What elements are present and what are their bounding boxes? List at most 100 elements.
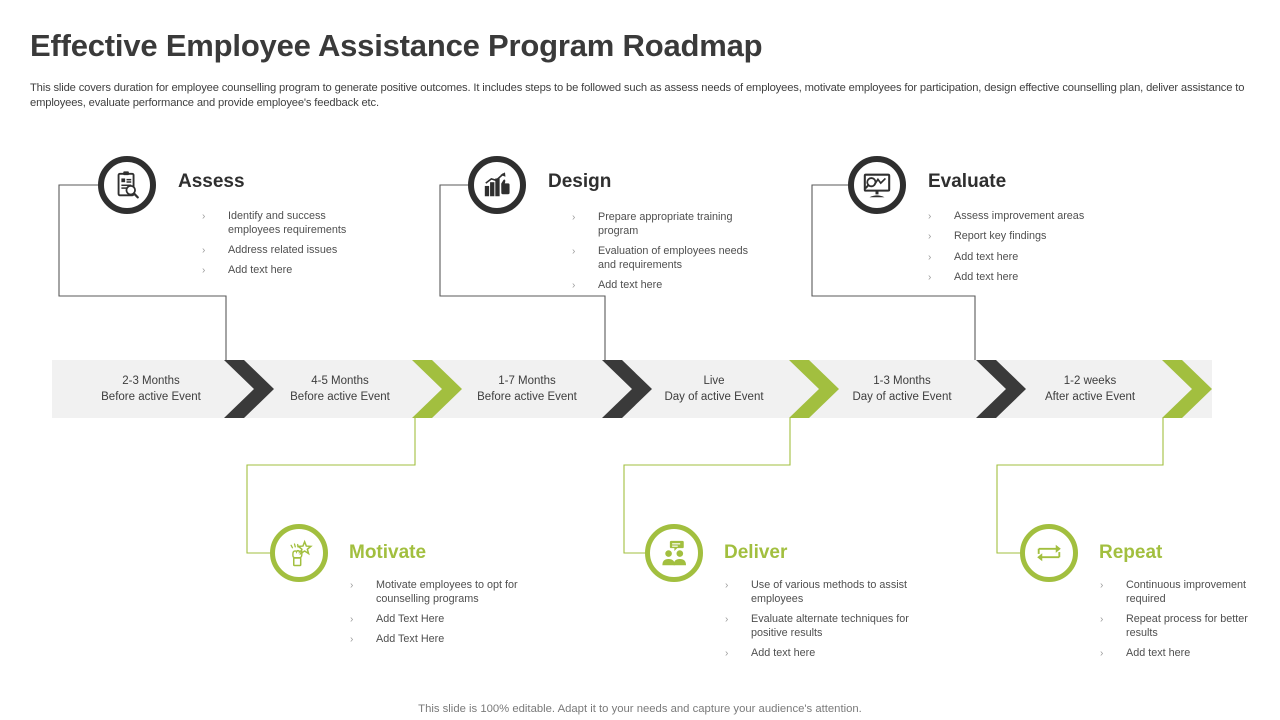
list-item: › Evaluation of employees needs and requi… xyxy=(572,245,752,273)
chevron-right-icon: › xyxy=(572,212,576,223)
timeline-segment-5-line1: 1-3 Months xyxy=(873,375,931,387)
list-item-text: Add text here xyxy=(954,250,1019,263)
list-item-text: Add Text Here xyxy=(376,613,445,626)
connector-deliver xyxy=(623,418,791,554)
chevron-right-icon: › xyxy=(928,271,932,283)
timeline-segment-2-line2: Before active Event xyxy=(290,391,390,403)
timeline-segment-1-line1: 2-3 Months xyxy=(122,375,180,387)
list-item-text: Add text here xyxy=(228,264,293,277)
timeline-chevron-6 xyxy=(1158,360,1216,418)
footer-note: This slide is 100% editable. Adapt it to… xyxy=(418,703,862,715)
page-subtitle: This slide covers duration for employee … xyxy=(30,82,1245,109)
step-assess-bullets: › Identify and success employees requirem… xyxy=(202,210,377,285)
list-item: ›Add text here xyxy=(725,647,913,661)
clipboard-magnifier-icon xyxy=(98,156,156,214)
timeline-segment-3-line2: Before active Event xyxy=(477,391,577,403)
chevron-right-icon: › xyxy=(572,280,576,292)
timeline-segment-4-line1: Live xyxy=(703,375,725,387)
list-item: › Add Text Here xyxy=(350,633,520,647)
step-assess-title: Assess xyxy=(178,171,245,192)
list-item: › Add text here xyxy=(572,279,752,293)
list-item: › Continuous improvement required xyxy=(1100,579,1250,607)
timeline-segment-4-line2: Day of active Event xyxy=(664,391,764,403)
timeline-segment-6: 1-2 weeks After active Event xyxy=(990,373,1190,405)
timeline-segment-2-line1: 4-5 Months xyxy=(311,375,369,387)
timeline-chevron-3 xyxy=(598,360,656,418)
chevron-right-icon: › xyxy=(928,211,932,222)
timeline-segment-1-line2: Before active Event xyxy=(101,391,201,403)
list-item-text: Add text here xyxy=(598,279,663,292)
list-item: › Use of various methods to assist employ… xyxy=(725,579,913,607)
timeline-segment-3: 1-7 Months Before active Event xyxy=(427,373,627,405)
list-item: › Add Text Here xyxy=(350,613,520,627)
hand-star-icon xyxy=(270,524,328,582)
list-item-text: Address related issues xyxy=(228,244,338,257)
list-item-text: Motivate employees to opt for counsellin… xyxy=(376,579,518,605)
page-title: Effective Employee Assistance Program Ro… xyxy=(30,28,763,63)
list-item-text: Add text here xyxy=(954,270,1019,283)
timeline-segment-6-line2: After active Event xyxy=(1044,391,1136,403)
monitor-analysis-icon xyxy=(848,156,906,214)
list-item-text: Identify and success employees requireme… xyxy=(228,210,347,236)
list-item-text: Evaluate alternate techniques for positi… xyxy=(751,613,909,639)
loop-arrows-icon xyxy=(1020,524,1078,582)
list-item: › Report key findings xyxy=(928,230,1113,244)
chevron-right-icon: › xyxy=(1100,648,1104,660)
list-item-text: Use of various methods to assist employe… xyxy=(751,579,908,605)
step-design-title: Design xyxy=(548,171,612,192)
timeline-segment-5: 1-3 Months Day of active Event xyxy=(802,373,1002,405)
connector-assess xyxy=(58,184,227,360)
step-repeat-title: Repeat xyxy=(1099,542,1163,563)
timeline-segment-3-line1: 1-7 Months xyxy=(498,375,556,387)
list-item-text: Repeat process for better results xyxy=(1126,613,1248,639)
timeline-chevron-1 xyxy=(220,360,278,418)
chevron-right-icon: › xyxy=(350,580,354,591)
step-motivate-title: Motivate xyxy=(349,542,427,563)
list-item: › Repeat process for better results xyxy=(1100,613,1250,641)
step-repeat-bullets: › Continuous improvement required › Repeat… xyxy=(1100,579,1250,667)
chevron-right-icon: › xyxy=(350,614,354,626)
connector-repeat xyxy=(996,418,1164,554)
timeline-chevron-5 xyxy=(972,360,1030,418)
chevron-right-icon: › xyxy=(202,265,206,277)
list-item-text: Prepare appropriate training program xyxy=(598,211,733,237)
list-item-text: Add text here xyxy=(1126,647,1191,660)
timeline-segment-1: 2-3 Months Before active Event xyxy=(51,373,251,405)
bar-chart-thumbs-up-icon xyxy=(468,156,526,214)
chevron-right-icon: › xyxy=(350,634,354,646)
timeline-segment-2: 4-5 Months Before active Event xyxy=(240,373,440,405)
list-item-text: Report key findings xyxy=(954,230,1047,243)
list-item: › Add text here xyxy=(202,264,377,278)
step-evaluate-bullets: › Assess improvement areas › Report key fi… xyxy=(928,210,1113,291)
chevron-right-icon: › xyxy=(572,246,576,258)
timeline-segment-5-line2: Day of active Event xyxy=(852,391,952,403)
list-item: › Add text here xyxy=(1100,647,1250,661)
step-evaluate-title: Evaluate xyxy=(928,171,1007,192)
list-item: › Evaluate alternate techniques for posit… xyxy=(725,613,913,641)
list-item-text: Continuous improvement required xyxy=(1126,579,1247,605)
step-design-bullets: › Prepare appropriate training program › E… xyxy=(572,211,752,299)
list-item-text: Assess improvement areas xyxy=(954,210,1085,222)
list-item-text: Evaluation of employees needs and requir… xyxy=(598,245,749,271)
list-item: › Identify and success employees requirem… xyxy=(202,210,377,238)
chevron-right-icon: › xyxy=(202,245,206,257)
chevron-right-icon: › xyxy=(928,231,932,243)
list-item: › Add text here xyxy=(928,271,1113,285)
list-item: › Add text here xyxy=(928,251,1113,265)
timeline-chevron-4 xyxy=(785,360,843,418)
step-deliver-title: Deliver xyxy=(724,542,788,563)
chevron-right-icon: › xyxy=(725,648,729,660)
chevron-right-icon: › xyxy=(1100,580,1104,591)
timeline-segment-6-line1: 1-2 weeks xyxy=(1063,375,1117,387)
chevron-right-icon: › xyxy=(202,211,206,222)
chevron-right-icon: › xyxy=(725,614,729,626)
timeline-chevron-2 xyxy=(408,360,466,418)
chevron-right-icon: › xyxy=(1100,614,1104,626)
step-deliver-bullets: › Use of various methods to assist employ… xyxy=(725,579,913,667)
connector-motivate xyxy=(246,418,416,554)
list-item-text: Add Text Here xyxy=(376,633,445,646)
chevron-right-icon: › xyxy=(928,251,932,263)
people-speech-icon xyxy=(645,524,703,582)
chevron-right-icon: › xyxy=(725,580,729,591)
